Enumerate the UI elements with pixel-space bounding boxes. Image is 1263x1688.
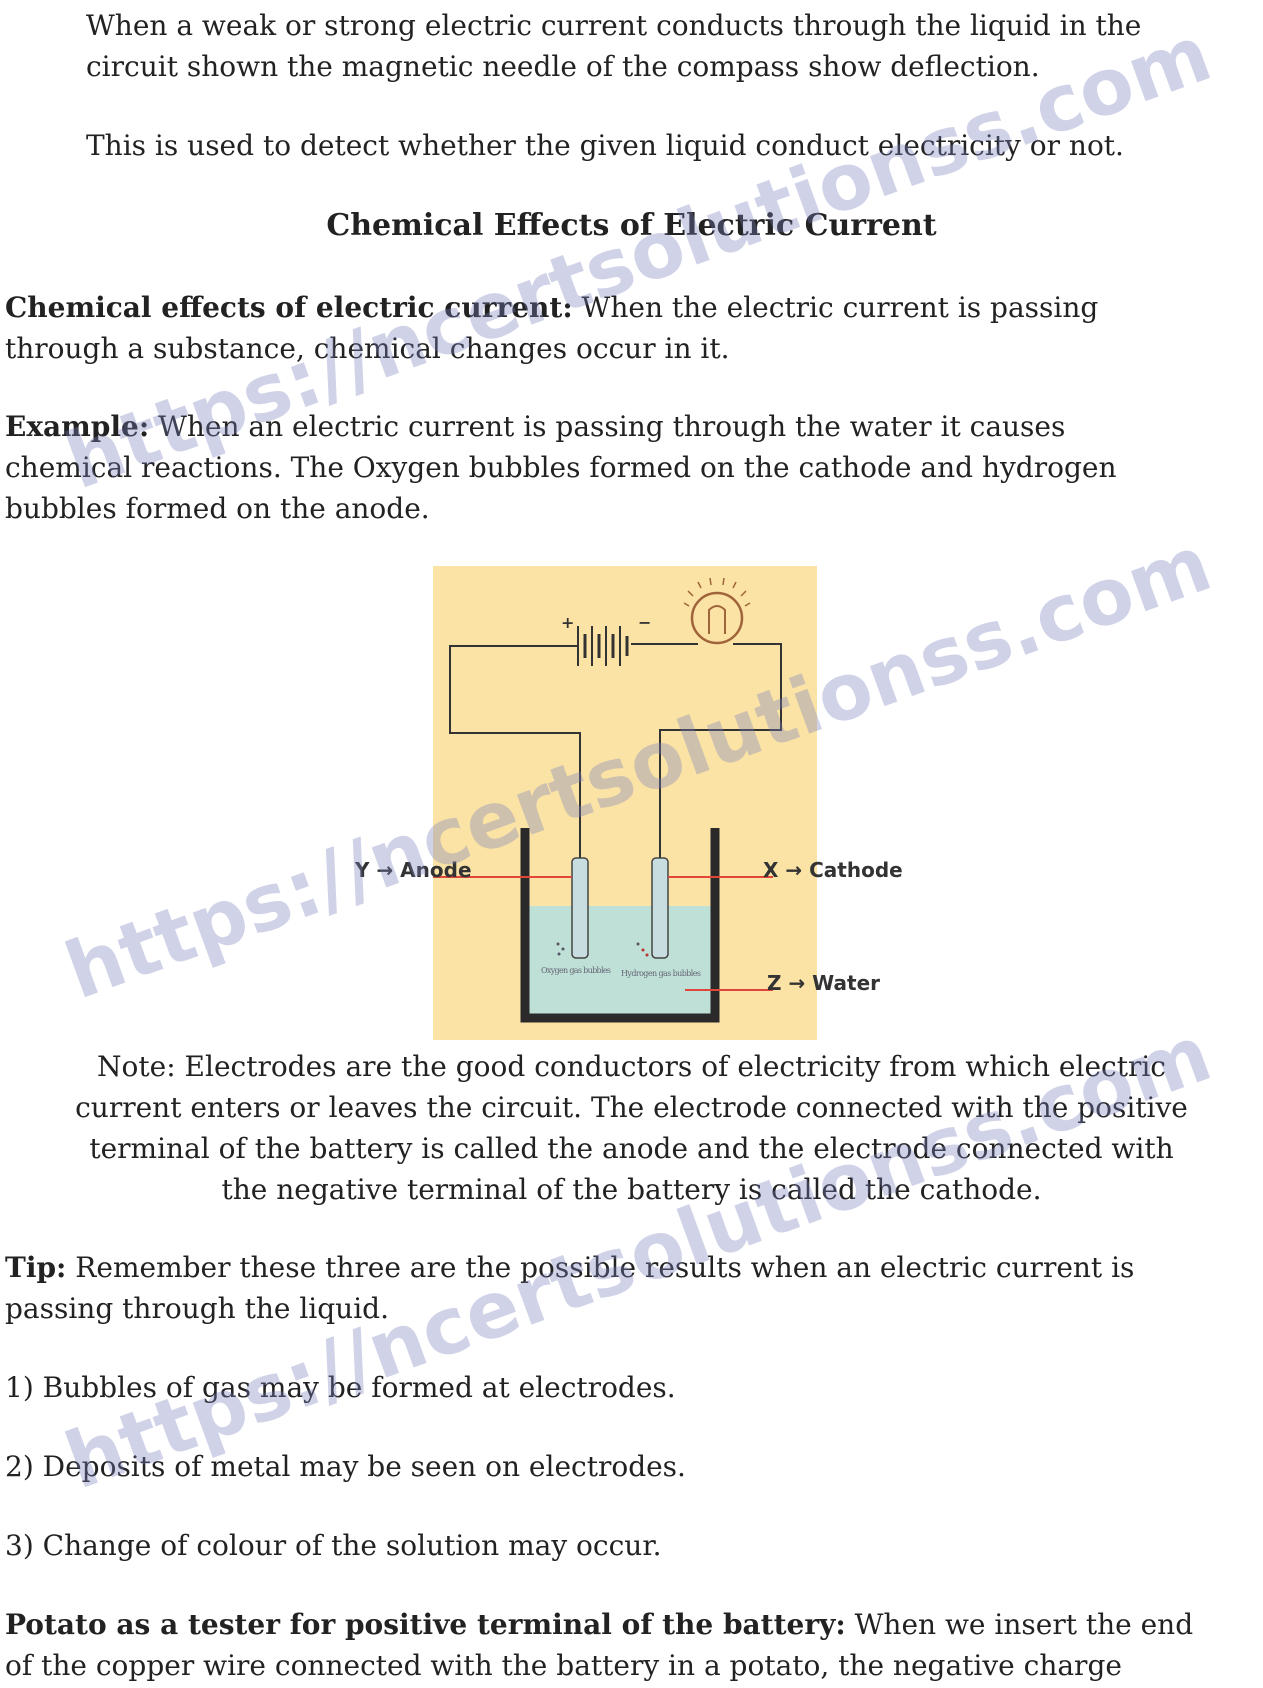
text-line: of the copper wire connected with the ba… <box>5 1649 1122 1682</box>
text: Remember these three are the possible re… <box>66 1251 1135 1284</box>
battery-icon <box>577 626 629 666</box>
detect-paragraph: This is used to detect whether the given… <box>86 125 1263 166</box>
circuit-wires <box>449 643 782 858</box>
label-water: Z → Water <box>767 971 881 995</box>
text-line: current enters or leaves the circuit. Th… <box>75 1091 1188 1124</box>
section-heading: Chemical Effects of Electric Current <box>326 208 937 243</box>
text: When we insert the end <box>845 1608 1194 1641</box>
term: Chemical effects of electric current: <box>5 291 573 324</box>
text-line: chemical reactions. The Oxygen bubbles f… <box>5 451 1117 484</box>
text-line: terminal of the battery is called the an… <box>89 1132 1174 1165</box>
term: Tip: <box>5 1251 67 1284</box>
hydrogen-label: Hydrogen gas bubbles <box>621 969 701 978</box>
anode-electrode <box>571 857 589 959</box>
result-item: 1) Bubbles of gas may be formed at elect… <box>5 1371 676 1404</box>
text-line: When a weak or strong electric current c… <box>86 9 1142 42</box>
potato-paragraph: Potato as a tester for positive terminal… <box>5 1604 1263 1686</box>
term: Potato as a tester for positive terminal… <box>5 1608 846 1641</box>
text-line: circuit shown the magnetic needle of the… <box>86 50 1040 83</box>
result-item: 3) Change of colour of the solution may … <box>5 1529 662 1562</box>
text: When an electric current is passing thro… <box>149 410 1066 443</box>
result-item: 2) Deposits of metal may be seen on elec… <box>5 1450 686 1483</box>
water <box>525 906 715 1016</box>
label-cathode: X → Cathode <box>763 858 903 882</box>
text-line: the negative terminal of the battery is … <box>221 1173 1042 1206</box>
battery-plus: + <box>561 613 574 632</box>
electrolysis-diagram: + − Oxygen gas bubbles Hydrogen gas bubb… <box>433 566 817 1040</box>
term: Example: <box>5 410 150 443</box>
example-paragraph: Example: When an electric current is pas… <box>5 406 1263 529</box>
definition-paragraph: Chemical effects of electric current: Wh… <box>5 287 1263 369</box>
beaker <box>520 828 720 1023</box>
text-line: bubbles formed on the anode. <box>5 492 430 525</box>
tip-paragraph: Tip: Remember these three are the possib… <box>5 1247 1263 1329</box>
gas-bubbles <box>556 942 649 957</box>
battery-minus: − <box>638 613 651 632</box>
intro-paragraph: When a weak or strong electric current c… <box>86 5 1263 87</box>
text-line: through a substance, chemical changes oc… <box>5 332 730 365</box>
cathode-electrode <box>651 857 669 959</box>
label-arrows <box>433 876 773 991</box>
bulb-icon <box>683 577 751 645</box>
note-paragraph: Note: Electrodes are the good conductors… <box>0 1046 1263 1210</box>
text: When the electric current is passing <box>572 291 1099 324</box>
text-line: This is used to detect whether the given… <box>86 129 1124 162</box>
oxygen-label: Oxygen gas bubbles <box>541 966 611 975</box>
text-line: passing through the liquid. <box>5 1292 389 1325</box>
label-anode: Y → Anode <box>355 858 472 882</box>
text-line: Note: Electrodes are the good conductors… <box>97 1050 1166 1083</box>
